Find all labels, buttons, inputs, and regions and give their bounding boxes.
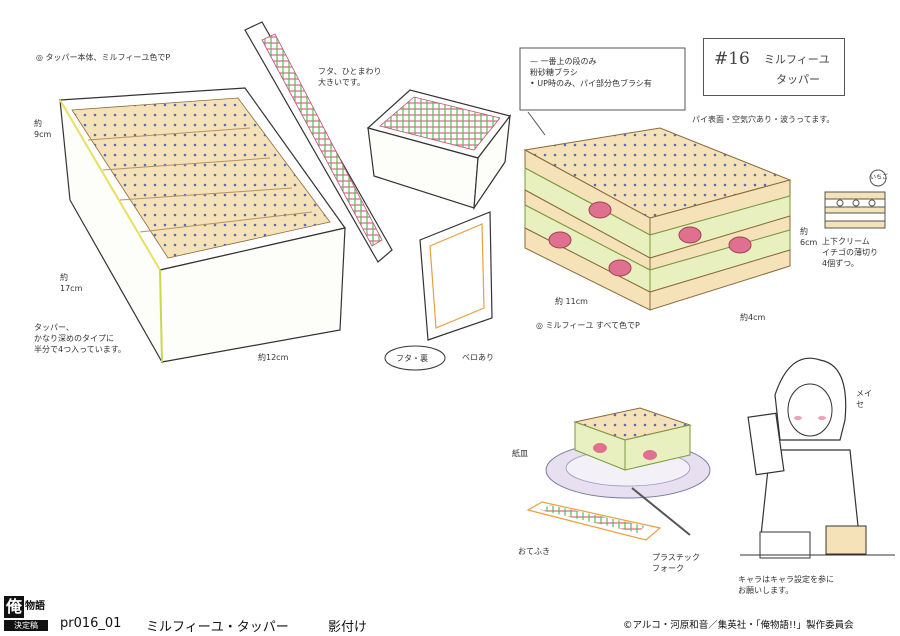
- tupper-note: ◎ タッパー本体、ミルフィーユ色でP: [36, 53, 171, 62]
- stack-depth-label: 約4cm: [740, 313, 766, 322]
- sheet-number: #16: [714, 49, 750, 69]
- leader-line: [527, 111, 546, 136]
- girl-sketch: [740, 357, 895, 559]
- pie-note: パイ表面・空気穴あり・波うってます。: [692, 115, 835, 124]
- plated-millefeuille: [526, 407, 711, 541]
- height-label: 約 9cm: [34, 119, 52, 139]
- girl-tag: メイ セ: [856, 389, 872, 409]
- girl-note: キャラはキャラ設定を参に お願いします。: [738, 575, 834, 595]
- logo-kettei: 決定稿: [4, 620, 48, 631]
- lid-underside-label: フタ・裏: [396, 354, 428, 363]
- depth-label: 約 17cm: [60, 273, 83, 293]
- footer: pr016_01 ミルフィーユ・タッパー 影付け ©アルコ・河原和音／集英社・「…: [0, 604, 900, 636]
- width-label: 約12cm: [258, 353, 289, 362]
- wrap-label: おてふき: [518, 547, 550, 556]
- brush-note: — 一番上の段のみ 粉砂糖ブラシ • UP時のみ、パイ部分色ブラシ有: [530, 57, 652, 88]
- stack-color-note: ◎ ミルフィーユ すべて色でP: [536, 321, 640, 330]
- ore-monogatari-logo: 俺 物語 決定稿: [4, 596, 48, 632]
- sheet-label-box: #16 ミルフィーユ タッパー: [703, 38, 845, 96]
- closed-tupperware: [366, 89, 512, 211]
- cream-note: 上下クリーム イチゴの薄切り 4個ずつ。: [822, 237, 878, 268]
- tab-note: ベロあり: [462, 353, 494, 362]
- copyright: ©アルコ・河原和音／集英社・「俺物語!!」製作委員会: [623, 620, 854, 631]
- sheet-title: ミルフィーユ・タッパー: [146, 620, 289, 635]
- logo-big-char: 俺: [4, 596, 24, 618]
- layer-tag: いちご: [870, 174, 889, 181]
- sheet-label-line2: タッパー: [776, 73, 820, 86]
- sheet-tag: 影付け: [328, 620, 368, 635]
- tupperware-lid-open: [244, 21, 393, 263]
- sheet-code: pr016_01: [60, 616, 122, 631]
- fork-label: プラスチック フォーク: [652, 553, 700, 573]
- brush-note-box: [519, 47, 686, 111]
- sheet-label-line1: ミルフィーユ: [764, 53, 830, 66]
- logo-small-text: 物語: [25, 601, 45, 612]
- lid-underside: [384, 211, 493, 371]
- millefeuille-stack: [523, 127, 792, 311]
- plate-label: 紙皿: [512, 449, 528, 458]
- lid-note: フタ、ひとまわり 大きいです。: [318, 67, 382, 87]
- millefeuille-cross-section: [824, 169, 887, 229]
- stack-width-label: 約 11cm: [555, 297, 588, 306]
- stack-height-label: 約 6cm: [800, 227, 818, 247]
- tupperware-box: [58, 87, 347, 363]
- tupper-description: タッパー、 かなり深めのタイプに 半分で4つ入っています。: [34, 323, 126, 354]
